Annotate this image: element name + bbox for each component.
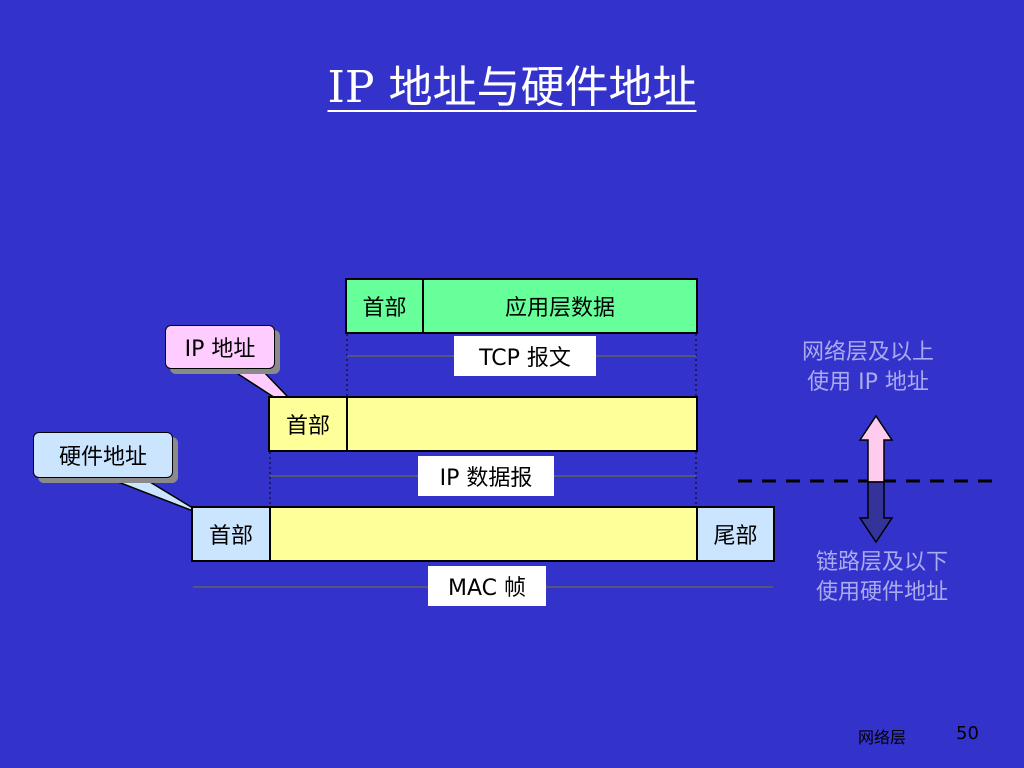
link-layer-note: 链路层及以下 使用硬件地址 — [782, 548, 982, 608]
mac-header-cell: 首部 — [193, 508, 271, 560]
mac-header-label: 首部 — [208, 524, 253, 549]
hw-callout-pointer — [117, 481, 207, 517]
ip-header-label: 首部 — [285, 414, 330, 439]
tcp-header-cell: 首部 — [347, 280, 424, 332]
network-layer-note-line1: 网络层及以上 — [801, 340, 934, 365]
hardware-address-callout: 硬件地址 — [33, 432, 173, 478]
ip-datagram: 首部 — [268, 396, 698, 452]
mac-frame: 首部 尾部 — [191, 506, 775, 562]
link-layer-note-line2: 使用硬件地址 — [815, 580, 948, 605]
arrow-up-icon — [858, 414, 894, 483]
network-layer-note: 网络层及以上 使用 IP 地址 — [768, 338, 968, 398]
tcp-segment: 首部 应用层数据 — [345, 278, 698, 334]
footer-section: 网络层 — [858, 728, 907, 747]
tcp-data-cell: 应用层数据 — [424, 280, 696, 332]
link-layer-note-line1: 链路层及以下 — [815, 550, 948, 575]
ip-address-callout: IP 地址 — [165, 325, 275, 369]
page-number: 50 — [956, 723, 979, 744]
ip-header-cell: 首部 — [270, 398, 348, 450]
mac-trailer-label: 尾部 — [713, 524, 758, 549]
mac-trailer-cell: 尾部 — [696, 508, 773, 560]
tcp-caption: TCP 报文 — [454, 336, 596, 376]
mac-caption: MAC 帧 — [428, 566, 546, 606]
arrow-down-icon — [858, 481, 894, 544]
ip-caption: IP 数据报 — [418, 456, 554, 496]
network-layer-note-line2: 使用 IP 地址 — [807, 370, 929, 395]
slide-title: IP 地址与硬件地址 — [327, 62, 697, 113]
tcp-data-label: 应用层数据 — [504, 296, 615, 321]
tcp-header-label: 首部 — [362, 296, 407, 321]
